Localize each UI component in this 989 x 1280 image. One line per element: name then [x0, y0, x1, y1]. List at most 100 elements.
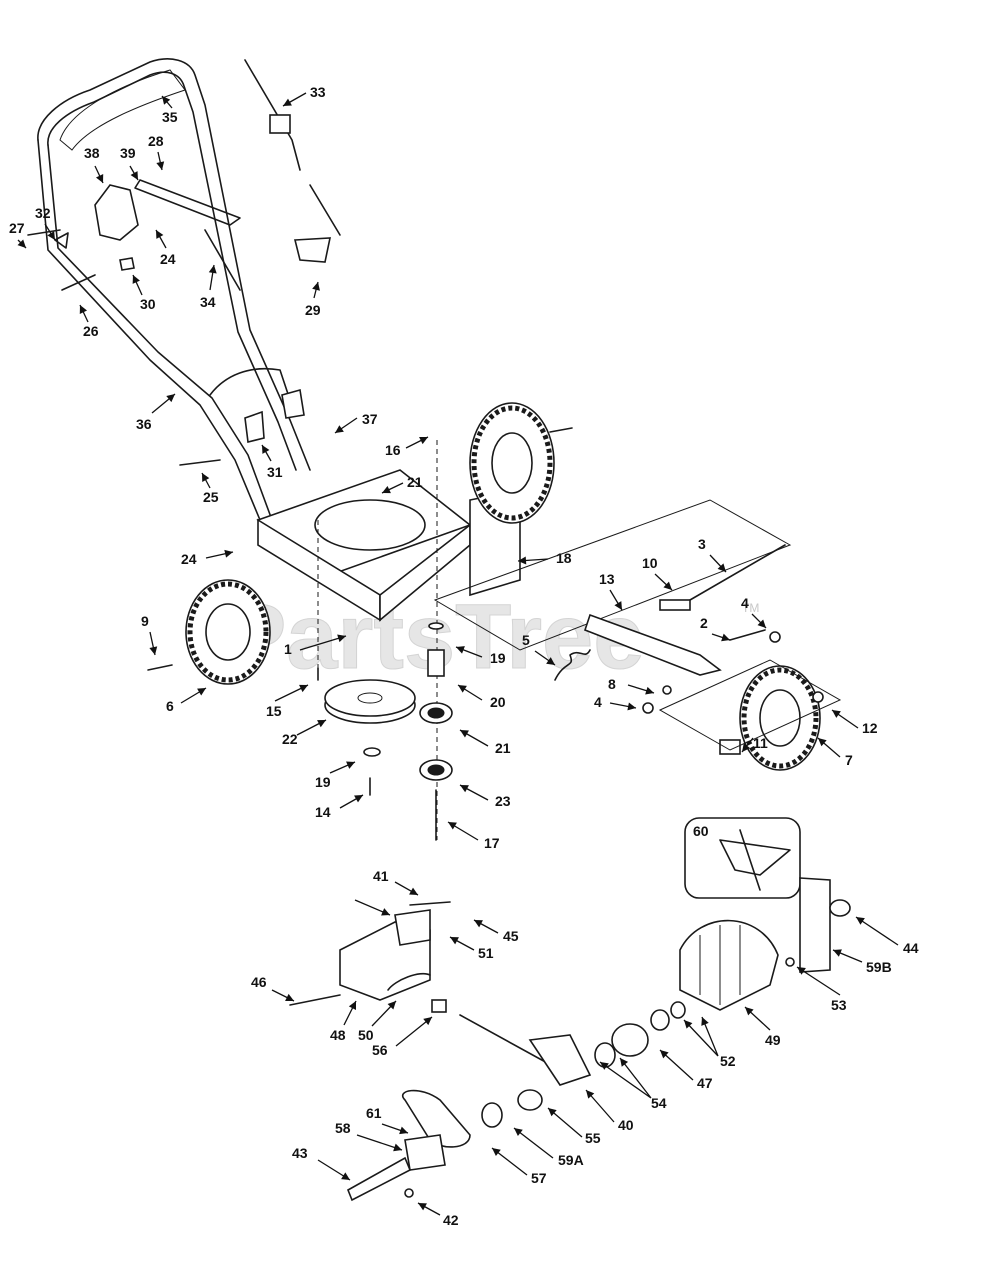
handle-knob-cluster — [27, 59, 341, 466]
leader-arrowhead — [337, 634, 346, 643]
leader-arrowhead — [381, 908, 390, 916]
callout-label-7: 7 — [845, 752, 853, 768]
leader-arrowhead — [474, 920, 483, 928]
leader-1 — [299, 635, 347, 651]
leader-arrowhead — [721, 633, 730, 642]
callout-label-19a: 19 — [490, 650, 506, 666]
callout-label-48: 48 — [330, 1027, 346, 1043]
leader-arrowhead — [197, 688, 206, 696]
callout-label-34: 34 — [200, 294, 216, 310]
leader-arrowhead — [162, 96, 171, 105]
callout-label-26: 26 — [83, 323, 99, 339]
blade-inset-box — [684, 817, 801, 899]
callout-label-49: 49 — [765, 1032, 781, 1048]
leader-arrowhead — [818, 738, 827, 747]
callout-label-35: 35 — [162, 109, 178, 125]
leader-arrowhead — [283, 98, 292, 106]
callout-label-21b: 23 — [495, 793, 511, 809]
leader-arrowhead — [348, 1001, 356, 1010]
leader-arrowhead — [701, 1017, 709, 1026]
leader-arrowhead — [518, 556, 527, 565]
callout-label-17: 16 — [385, 442, 401, 458]
leader-arrowhead — [95, 174, 104, 183]
callout-label-32: 32 — [35, 205, 51, 221]
wheel-left — [147, 579, 271, 685]
watermark-text: PartsTree — [225, 586, 644, 688]
leader-arrowhead — [548, 1108, 557, 1117]
leader-arrowhead — [262, 445, 270, 454]
callout-label-46: 46 — [251, 974, 267, 990]
callout-label-36: 36 — [136, 416, 152, 432]
callout-label-24b: 24 — [181, 551, 197, 567]
callout-label-13: 13 — [599, 571, 615, 587]
callout-label-33: 33 — [310, 84, 326, 100]
leader-arrowhead — [393, 1143, 402, 1152]
callout-label-3: 3 — [698, 536, 706, 552]
callout-label-9: 9 — [141, 613, 149, 629]
callout-label-18: 18 — [556, 550, 572, 566]
leader-arrowhead — [17, 239, 26, 248]
callout-label-59A: 59B — [866, 959, 892, 975]
gearbox-assembly — [289, 901, 686, 1202]
callout-arrows — [17, 92, 899, 1216]
leader-arrowhead — [856, 917, 865, 925]
leader-arrowhead — [208, 265, 217, 274]
leader-arrowhead — [460, 730, 469, 738]
leader-53 — [796, 966, 841, 996]
leader-arrowhead — [684, 1020, 693, 1029]
leader-arrowhead — [448, 822, 457, 830]
callout-label-51: 51 — [478, 945, 494, 961]
leader-arrowhead — [354, 795, 363, 803]
callout-label-54: 54 — [651, 1095, 667, 1111]
callout-label-5: 5 — [522, 632, 530, 648]
callout-label-50: 50 — [358, 1027, 374, 1043]
leader-arrowhead — [514, 1128, 523, 1137]
callout-label-1: 1 — [284, 641, 292, 657]
leader-arrowhead — [586, 1090, 595, 1099]
callout-label-57: 57 — [531, 1170, 547, 1186]
callout-label-38: 38 — [84, 145, 100, 161]
callout-label-55: 55 — [585, 1130, 601, 1146]
leader-arrowhead — [663, 581, 672, 590]
blade-guard — [679, 919, 795, 1011]
leader-arrowhead — [614, 601, 622, 610]
leader-arrowhead — [645, 686, 654, 695]
callout-label-52: 52 — [720, 1053, 736, 1069]
callout-label-10: 10 — [642, 555, 658, 571]
callout-label-24a: 24 — [160, 251, 176, 267]
callout-label-19b: 19 — [315, 774, 331, 790]
callout-label-4a: 4 — [741, 595, 749, 611]
leader-58b — [513, 1127, 554, 1159]
wheel-top — [469, 402, 573, 524]
leader-arrowhead — [166, 394, 175, 403]
leader-arrowhead — [382, 485, 391, 494]
leader-arrowhead — [299, 684, 308, 693]
callout-label-2: 2 — [700, 615, 708, 631]
callout-label-20: 20 — [490, 694, 506, 710]
callout-label-43: 43 — [292, 1145, 308, 1161]
callout-labels: 33 35 28 38 39 32 27 24 30 34 29 26 37 3… — [9, 84, 919, 1228]
leader-arrowhead — [132, 275, 140, 284]
leader-arrowhead — [202, 473, 210, 482]
callout-label-59B: 60 — [693, 823, 709, 839]
callout-label-60: 61 — [366, 1105, 382, 1121]
callout-label-42: 42 — [443, 1212, 459, 1228]
watermark-trademark: TM — [742, 601, 759, 615]
pulley-stack — [317, 622, 453, 841]
leader-arrowhead — [419, 437, 428, 445]
callout-label-14: 14 — [315, 804, 331, 820]
leader-arrowhead — [156, 230, 164, 239]
leader-arrowhead — [460, 785, 469, 793]
callout-label-41: 41 — [373, 868, 389, 884]
callout-label-4b: 4 — [594, 694, 602, 710]
callout-label-11: 11 — [753, 735, 768, 751]
leader-arrowhead — [317, 720, 326, 728]
leader-arrowhead — [312, 282, 320, 291]
leader-arrowhead — [833, 949, 842, 957]
callout-label-23: 21 — [407, 474, 423, 490]
callout-label-58a: 58 — [335, 1120, 351, 1136]
callout-label-56: 56 — [372, 1042, 388, 1058]
leader-arrowhead — [546, 657, 555, 665]
leader-arrowhead — [745, 1007, 754, 1016]
leader-arrowhead — [47, 231, 55, 240]
